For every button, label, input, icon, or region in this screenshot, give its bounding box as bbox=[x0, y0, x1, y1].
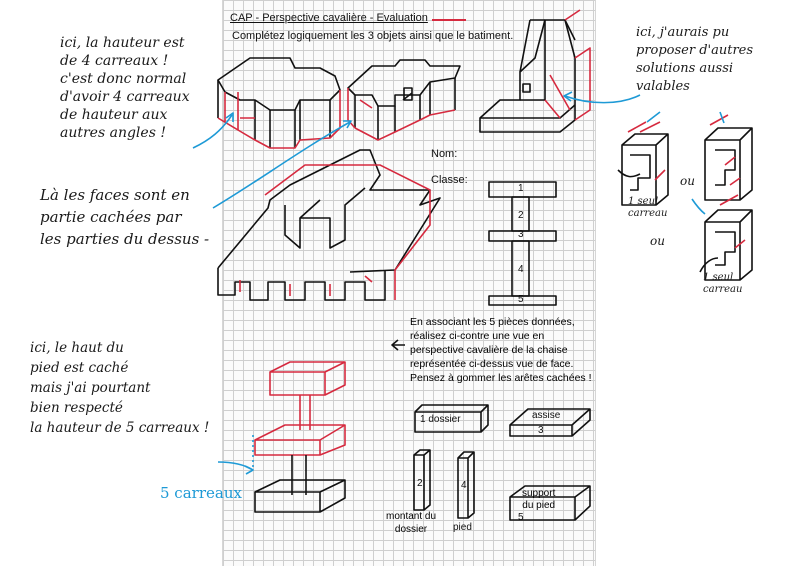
piece-pied-label: pied bbox=[453, 522, 472, 533]
note-sc2-2: carreau bbox=[703, 284, 743, 295]
object-2-drawing bbox=[347, 59, 461, 141]
piece-support-number: 5 bbox=[518, 512, 524, 523]
annotation-5-carreaux: 5 carreaux bbox=[160, 484, 242, 502]
piece-support-label: support du pied bbox=[522, 488, 555, 512]
annotation-ou-2: ou bbox=[650, 234, 665, 248]
part-label-3: 3 bbox=[518, 229, 524, 240]
note-sc1-1: 1 seul bbox=[628, 196, 659, 207]
note-lt-5: de hauteur aux bbox=[60, 107, 168, 123]
task-line-1: En associant les 5 pièces données, bbox=[410, 316, 575, 328]
support-label-line-1: support bbox=[522, 488, 556, 499]
note-rt-1: ici, j'aurais pu bbox=[636, 25, 730, 40]
title-red-mark bbox=[432, 19, 466, 21]
note-lm-3: les parties du dessus - bbox=[40, 230, 210, 248]
note-rt-3: solutions aussi bbox=[636, 61, 734, 76]
piece-assise-label: assise bbox=[532, 410, 561, 421]
note-lt-6: autres angles ! bbox=[60, 125, 166, 141]
support-label-line-2: du pied bbox=[522, 500, 556, 511]
note-lb-5: la hauteur de 5 carreaux ! bbox=[30, 420, 210, 436]
task-line-3: perspective cavalière de la chaise bbox=[410, 344, 568, 356]
note-sc2-1: 1 seul bbox=[703, 272, 734, 283]
task-line-5: Pensez à gommer les arêtes cachées ! bbox=[410, 372, 592, 384]
piece-montant-number: 2 bbox=[417, 478, 423, 489]
note-lb-4: bien respecté bbox=[30, 400, 123, 416]
annotation-left-top: ici, la hauteur est de 4 carreaux ! c'es… bbox=[60, 34, 190, 142]
montant-label-line-1: montant du bbox=[386, 511, 437, 522]
note-sc1-2: carreau bbox=[628, 208, 668, 219]
note-lm-2: partie cachées par bbox=[40, 208, 182, 226]
object-1-drawing bbox=[217, 57, 341, 149]
part-label-4: 4 bbox=[518, 264, 524, 275]
task-line-4: représentée ci-dessus vue de face. bbox=[410, 358, 574, 370]
task-line-2: réalisez ci-contre une vue en bbox=[410, 330, 545, 342]
note-lm-1: Là les faces sont en bbox=[40, 186, 190, 204]
piece-assise-number: 3 bbox=[538, 425, 544, 436]
part-label-5: 5 bbox=[518, 294, 524, 305]
building-drawing bbox=[217, 149, 441, 301]
annotation-seul-carreau-1: 1 seul carreau bbox=[628, 196, 667, 220]
object-3-drawing bbox=[479, 9, 591, 133]
note-rt-4: valables bbox=[636, 79, 690, 94]
instruction-text: Complétez logiquement les 3 objets ainsi… bbox=[232, 30, 514, 42]
note-rt-2: proposer d'autres bbox=[636, 43, 754, 58]
note-lt-2: de 4 carreaux ! bbox=[60, 53, 169, 69]
annotation-left-bottom: ici, le haut du pied est caché mais j'ai… bbox=[30, 338, 209, 438]
montant-label-line-2: dossier bbox=[394, 524, 428, 535]
annotation-arrows bbox=[192, 91, 725, 475]
piece-pied-number: 4 bbox=[461, 480, 467, 491]
chair-front-view bbox=[488, 181, 557, 306]
nom-label: Nom: bbox=[431, 148, 458, 160]
task-instructions: En associant les 5 pièces données, réali… bbox=[410, 315, 592, 385]
annotation-right-top: ici, j'aurais pu proposer d'autres solut… bbox=[636, 24, 753, 96]
piece-dossier-label: 1 dossier bbox=[420, 414, 461, 425]
note-lb-3: mais j'ai pourtant bbox=[30, 380, 151, 396]
note-lb-1: ici, le haut du bbox=[30, 340, 124, 356]
part-label-2: 2 bbox=[518, 210, 524, 221]
piece-montant-label: montant du dossier bbox=[386, 510, 436, 536]
note-lt-1: ici, la hauteur est bbox=[60, 35, 185, 51]
note-lb-2: pied est caché bbox=[30, 360, 129, 376]
chair-perspective-drawing bbox=[252, 361, 346, 513]
classe-label: Classe: bbox=[431, 174, 468, 186]
note-lt-4: d'avoir 4 carreaux bbox=[60, 89, 190, 105]
page-title: CAP - Perspective cavalière - Evaluation bbox=[230, 12, 428, 24]
pieces-drawing bbox=[413, 404, 591, 521]
part-label-1: 1 bbox=[518, 183, 524, 194]
annotation-ou-1: ou bbox=[680, 174, 695, 188]
alternative-solutions-sketches bbox=[621, 114, 753, 281]
annotation-seul-carreau-2: 1 seul carreau bbox=[703, 272, 742, 296]
note-lt-3: c'est donc normal bbox=[60, 71, 187, 87]
annotation-left-mid: Là les faces sont en partie cachées par … bbox=[40, 184, 209, 250]
